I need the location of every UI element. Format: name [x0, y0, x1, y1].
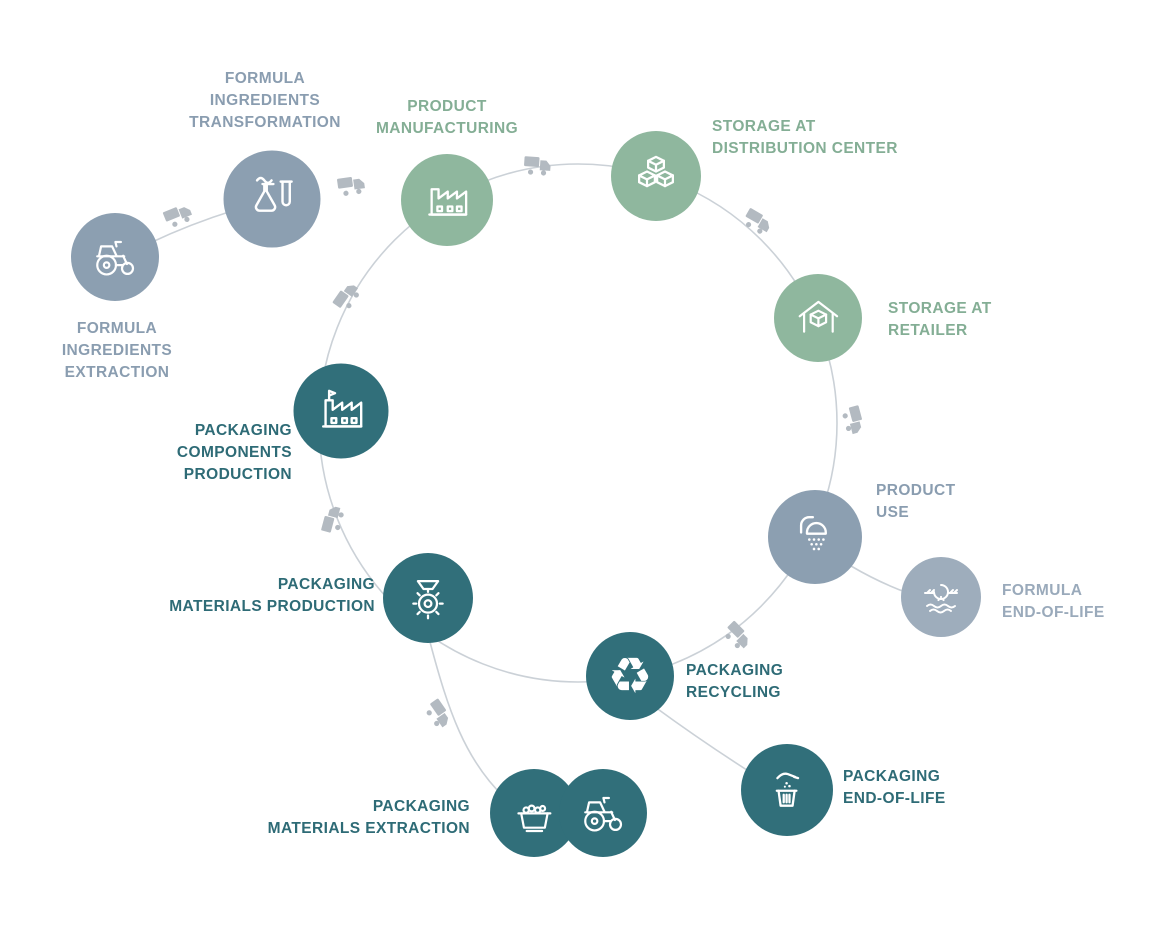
truck-icon: [840, 405, 866, 436]
machine-gear-icon: [412, 580, 444, 620]
dumpster-icon: [516, 804, 552, 832]
label-formula-end-of-life: FORMULA END-OF-LIFE: [1002, 582, 1105, 621]
truck-icon: [721, 620, 753, 652]
label-packaging-materials-production: PACKAGING MATERIALS PRODUCTION: [169, 576, 375, 615]
flask-icon: [255, 177, 294, 213]
label-packaging-materials-extraction: PACKAGING MATERIALS EXTRACTION: [267, 798, 470, 837]
label-formula-ingredients-transformation: FORMULA INGREDIENTS TRANSFORMATION: [189, 70, 341, 131]
truck-icon: [336, 175, 366, 197]
stacked-boxes-icon: [638, 155, 674, 188]
node-packaging-recycling: ♻: [586, 632, 674, 720]
node-packaging-end-of-life: [741, 744, 833, 836]
warehouse-box-icon: [798, 300, 838, 333]
node-formula-ingredients-transformation: [223, 150, 321, 248]
recycle-icon: ♻: [607, 647, 653, 705]
truck-icon: [741, 207, 774, 237]
node-storage-retailer: [774, 274, 862, 362]
factory-flag-icon: [322, 389, 363, 428]
materials-extraction-connector: [429, 641, 506, 799]
hand-trash-icon: [776, 772, 800, 808]
label-product-use: PRODUCT USE: [876, 482, 956, 521]
node-product-manufacturing: [401, 154, 493, 246]
extraction-connector: [149, 209, 236, 244]
label-product-manufacturing: PRODUCT MANUFACTURING: [375, 98, 519, 137]
packaging-eol-connector: [654, 706, 751, 773]
tractor-icon: [583, 796, 622, 832]
shower-icon: [799, 515, 827, 551]
node-packaging-materials-extraction-tractor: [559, 769, 647, 857]
label-storage-retailer: STORAGE AT RETAILER: [888, 300, 992, 339]
node-product-use: [768, 490, 862, 584]
node-storage-distribution-center: [611, 131, 701, 221]
label-packaging-end-of-life: PACKAGING END-OF-LIFE: [843, 768, 946, 807]
node-formula-end-of-life: [901, 557, 981, 637]
label-packaging-recycling: PACKAGING RECYCLING: [686, 662, 784, 701]
truck-icon: [523, 156, 552, 177]
factory-icon: [428, 188, 468, 217]
node-formula-ingredients-extraction: [71, 213, 159, 301]
tractor-icon: [95, 240, 134, 276]
node-packaging-materials-production: [383, 553, 473, 643]
drain-icon: [924, 584, 958, 614]
node-packaging-components-production: [293, 363, 389, 459]
label-packaging-components-production: PACKAGING COMPONENTS PRODUCTION: [176, 422, 292, 483]
label-storage-distribution-center: STORAGE AT DISTRIBUTION CENTER: [712, 118, 898, 157]
formula-eol-connector: [850, 565, 909, 594]
label-formula-ingredients-extraction: FORMULA INGREDIENTS EXTRACTION: [61, 320, 173, 381]
